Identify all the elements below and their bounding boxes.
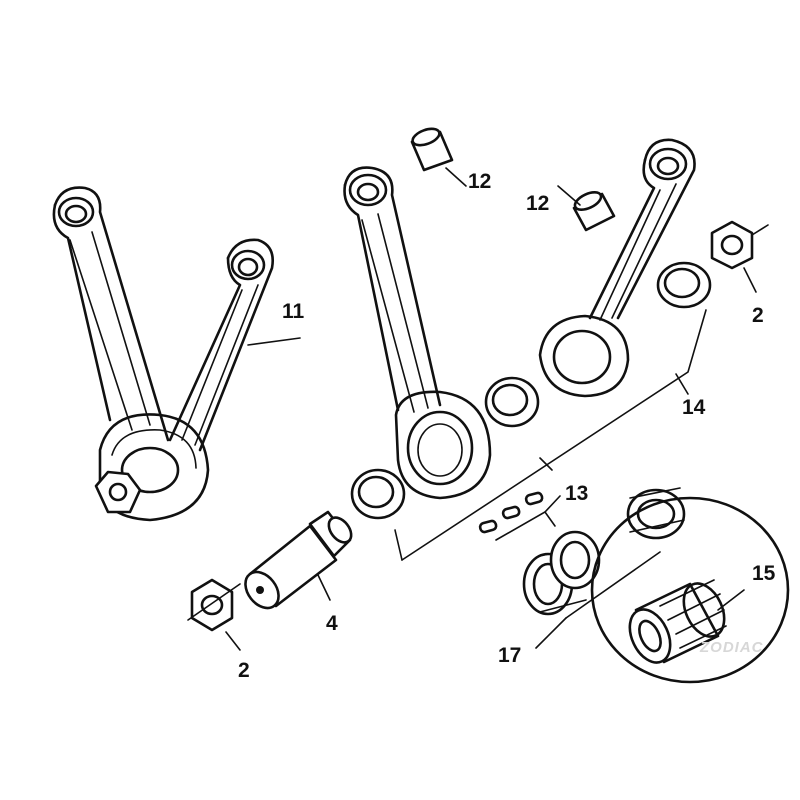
leader-17 — [535, 617, 567, 649]
leader-14-a — [539, 457, 553, 471]
part-13-rollers — [478, 491, 544, 534]
callout-12-lower: 12 — [526, 192, 549, 215]
leader-2-upper — [743, 267, 757, 293]
part-14-rod-right — [538, 138, 696, 398]
part-12-bushing-upper — [410, 127, 454, 172]
leader-12-upper — [445, 167, 467, 187]
part-2-nut-upper — [710, 220, 754, 270]
part-14-race-1 — [656, 261, 712, 309]
stud-2-upper — [751, 224, 769, 236]
callout-17: 17 — [498, 644, 521, 667]
leader-4 — [317, 574, 331, 601]
part-2-nut-lower — [187, 578, 241, 632]
part-17-bearing-2 — [549, 530, 601, 590]
bracket-14 — [401, 309, 707, 561]
part-17-bearing-3 — [626, 487, 686, 540]
callout-11: 11 — [282, 300, 305, 323]
part-4-crank-pin — [244, 510, 353, 610]
highlight-circle — [590, 496, 790, 684]
leader-11 — [247, 337, 301, 346]
part-15-needle-bearing — [628, 579, 727, 664]
leader-15 — [717, 589, 745, 611]
bracket-17 — [565, 551, 661, 619]
callout-13: 13 — [565, 482, 588, 505]
callout-12-upper: 12 — [468, 170, 491, 193]
leader-14 — [675, 373, 689, 395]
callout-2-upper: 2 — [752, 304, 764, 327]
callout-14: 14 — [682, 396, 706, 419]
part-11-rod-assembly — [52, 186, 274, 522]
callout-2-lower: 2 — [238, 659, 250, 682]
callout-15: 15 — [752, 562, 776, 585]
part-14-race-2 — [484, 376, 540, 428]
part-12-bushing-lower — [572, 191, 616, 232]
callout-4: 4 — [326, 612, 338, 635]
leader-12-lower — [557, 185, 581, 206]
part-14-rod-center — [343, 166, 492, 500]
leader-13 — [544, 511, 556, 527]
part-14-race-3 — [350, 468, 406, 520]
leader-2-lower — [225, 631, 241, 651]
watermark-logo: ZODIAC — [699, 639, 764, 656]
leader-14-b — [394, 529, 403, 561]
